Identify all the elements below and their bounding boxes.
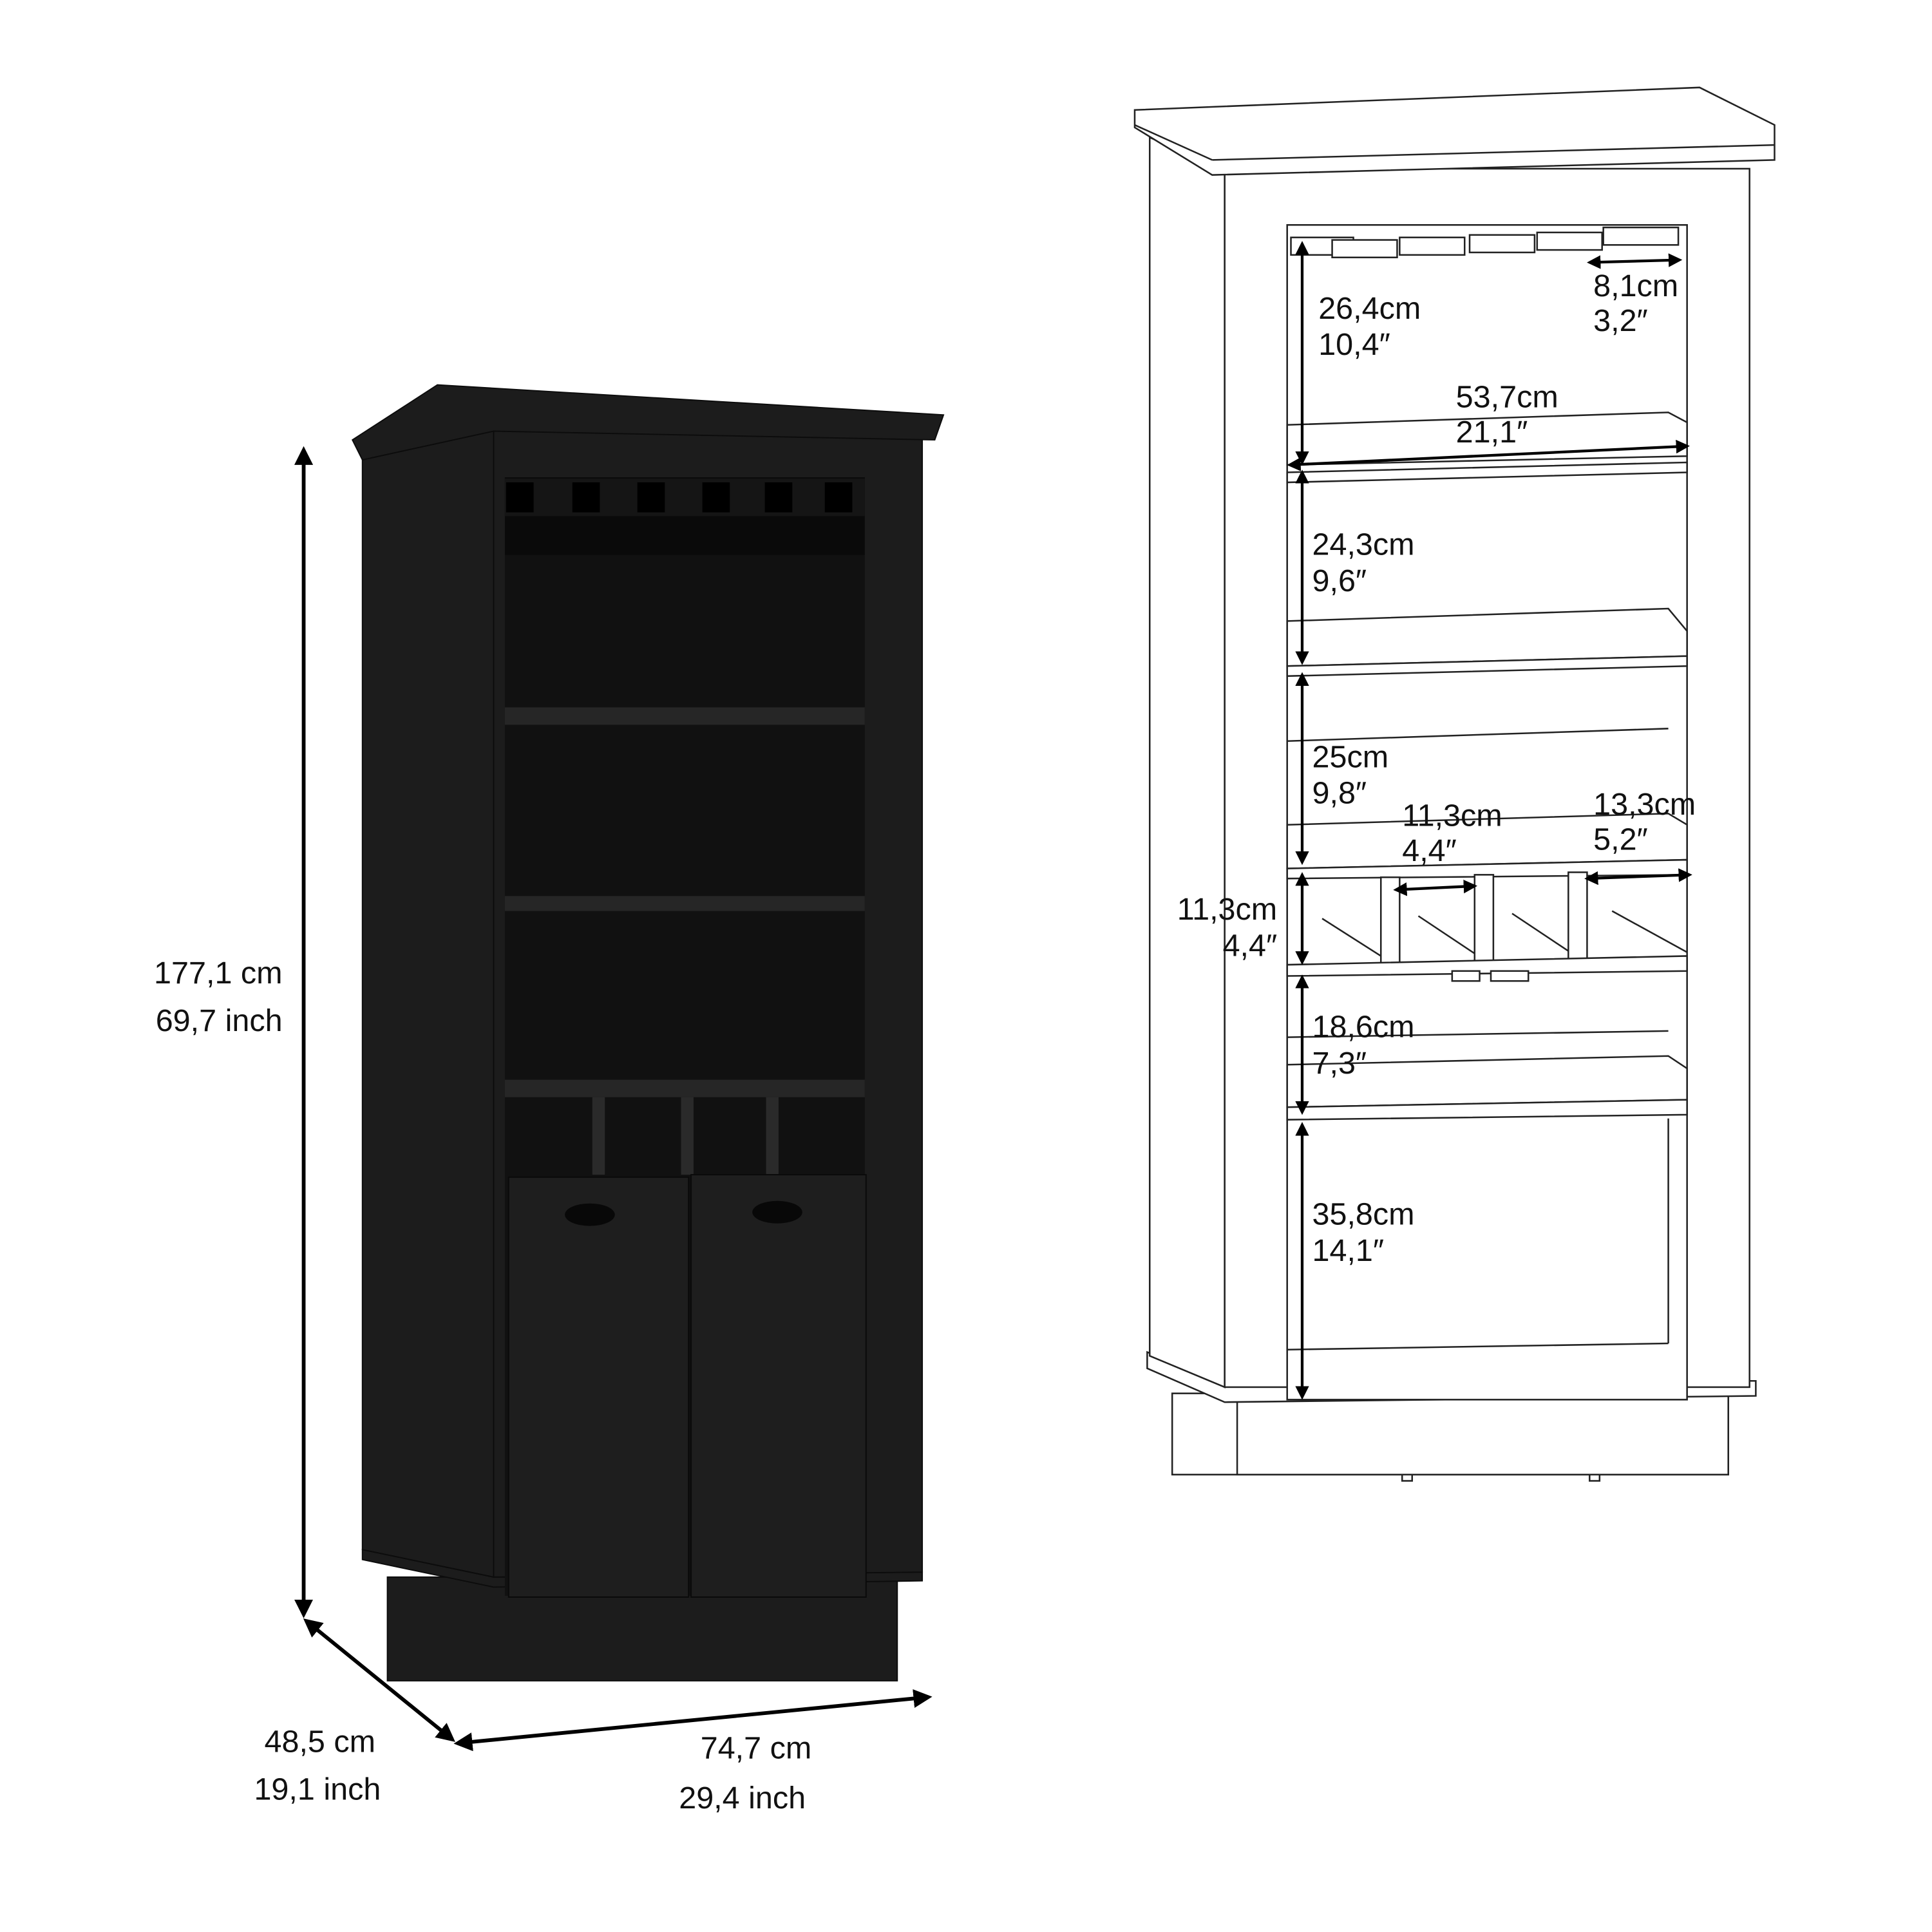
glass-slot-width-cm: 8,1cm — [1593, 269, 1678, 303]
glass-rack-height-cm: 26,4cm — [1318, 291, 1421, 326]
cabinet-line-drawing — [1133, 86, 1776, 1482]
upper-cabinet-height-cm: 18,6cm — [1312, 1010, 1415, 1045]
bottle-cubbies — [592, 1097, 779, 1175]
width-cm-label: 74,7 cm — [701, 1730, 812, 1765]
shelf2-height-in: 9,6″ — [1312, 564, 1367, 598]
inner-width-cm: 53,7cm — [1456, 380, 1558, 415]
depth-arrow — [303, 1618, 455, 1742]
lower-cabinet-height-cm: 35,8cm — [1312, 1197, 1415, 1232]
shelf3-height-in: 9,8″ — [1312, 776, 1367, 811]
height-cm-label: 177,1 cm — [154, 956, 282, 990]
shelf2-height-cm: 24,3cm — [1312, 527, 1415, 562]
width-arrow — [453, 1689, 933, 1752]
glass-slot-width-arrow — [1587, 253, 1683, 269]
right-door[interactable] — [690, 1174, 867, 1598]
cubby-inner-width-cm: 11,3cm — [1402, 799, 1502, 833]
cubby-end-width-in: 5,2″ — [1593, 822, 1648, 857]
depth-cm-label: 48,5 cm — [265, 1725, 376, 1759]
cubby-height-in: 4,4″ — [1223, 928, 1278, 963]
cubby-end-width-arrow — [1584, 868, 1692, 886]
inner-width-in: 21,1″ — [1456, 415, 1528, 450]
shelf3-height-cm: 25cm — [1312, 739, 1389, 774]
inner-width-arrow — [1287, 439, 1690, 471]
glass-slot-width-in: 3,2″ — [1593, 303, 1648, 338]
height-in-label: 69,7 inch — [156, 1003, 283, 1038]
door-handle[interactable] — [752, 1200, 802, 1224]
black-cabinet-render — [351, 384, 945, 1681]
width-in-label: 29,4 inch — [679, 1781, 806, 1815]
cubby-inner-width-in: 4,4″ — [1402, 833, 1457, 868]
door-handle[interactable] — [565, 1203, 615, 1226]
depth-in-label: 19,1 inch — [254, 1772, 381, 1806]
cubby-inner-width-arrow — [1393, 879, 1478, 896]
lower-cabinet-height-in: 14,1″ — [1312, 1233, 1385, 1268]
upper-cabinet-height-in: 7,3″ — [1312, 1046, 1367, 1081]
cubby-end-width-cm: 13,3cm — [1593, 787, 1696, 822]
glass-rack — [504, 477, 865, 555]
glass-rack-height-in: 10,4″ — [1318, 327, 1390, 362]
cubby-height-cm: 11,3cm — [1177, 892, 1277, 927]
left-door[interactable] — [507, 1176, 690, 1598]
